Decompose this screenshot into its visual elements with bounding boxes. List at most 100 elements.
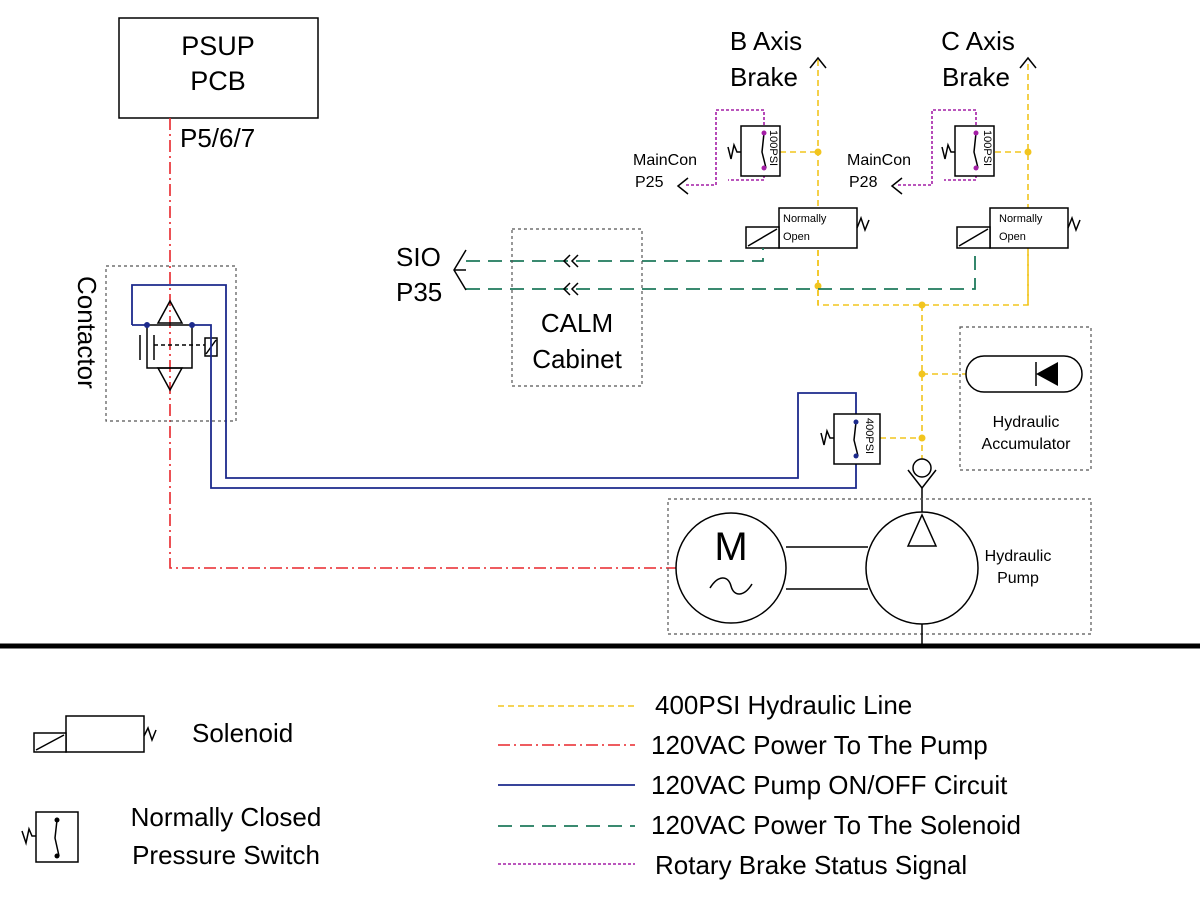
hydraulic-pump-unit: M Hydraulic Pump	[667, 498, 1092, 646]
b-maincon-label: MainCon	[633, 152, 697, 169]
motor-letter: M	[714, 525, 747, 569]
sio-port-label: P35	[396, 277, 442, 307]
pump-label-1: Hydraulic	[985, 548, 1052, 565]
pump-switch-contact	[853, 421, 859, 457]
b-maincon-port: P25	[635, 174, 664, 191]
pump-label-2: Pump	[997, 570, 1039, 587]
pump-switch-spring-icon	[820, 428, 834, 446]
b-switch-rating: 100PSI	[767, 130, 779, 166]
contactor-top-triangle	[156, 299, 184, 324]
b-switch-spring-icon	[727, 142, 741, 160]
cabinet-label: Cabinet	[532, 344, 622, 374]
connector-chevron-icon	[562, 254, 579, 268]
b-solenoid-spring-icon	[856, 215, 870, 233]
pcb-label: PCB	[190, 66, 246, 96]
sio-arrow-icon	[453, 249, 467, 291]
legend-line-label-pump-power: 120VAC Power To The Pump	[651, 730, 988, 760]
accumulator-box	[959, 326, 1092, 471]
b-pressure-switch-icon	[740, 125, 781, 177]
c-maincon-port: P28	[849, 174, 878, 191]
legend-symbols: Solenoid Normally Closed Pressure Switch	[21, 715, 322, 870]
pressure-switch-spring-icon	[21, 826, 36, 846]
c-axis-label: C Axis	[941, 26, 1015, 56]
junction-dot	[918, 370, 926, 378]
pump-switch-rating: 400PSI	[863, 418, 875, 454]
solenoid-return-lines	[817, 250, 1029, 305]
legend-pressure-switch: Normally Closed Pressure Switch	[21, 802, 322, 870]
contactor-contact-bars	[139, 335, 155, 360]
legend-line-label-hydraulic: 400PSI Hydraulic Line	[655, 690, 912, 720]
psup-pcb-box	[118, 17, 319, 119]
psup-port-label: P5/6/7	[180, 123, 255, 153]
solenoid-spring-icon	[143, 726, 157, 743]
b-maincon-arrow-icon	[676, 177, 689, 195]
check-valve-ball-icon	[912, 458, 932, 478]
pump-power-line	[169, 118, 676, 569]
accumulator-icon	[965, 355, 1083, 393]
accumulator-triangle-icon	[1036, 362, 1058, 386]
c-maincon-label: MainCon	[847, 152, 911, 169]
motor-icon	[675, 512, 787, 624]
calm-label: CALM	[541, 308, 613, 338]
legend-switch-label-1: Normally Closed	[131, 802, 322, 832]
junction-dot	[918, 434, 926, 442]
c-status-signal-line	[898, 109, 977, 186]
pressure-switch-contact	[54, 819, 60, 857]
switch-node	[761, 165, 767, 171]
pump-pressure-switch: 400PSI	[820, 413, 881, 465]
c-brake-label: Brake	[942, 62, 1010, 92]
pump-box	[667, 498, 1092, 635]
psup-pcb: PSUP PCB P5/6/7	[118, 17, 319, 153]
b-solenoid-power-line	[466, 248, 764, 262]
c-solenoid-icon	[989, 207, 1069, 249]
solenoid-coil-slash	[35, 734, 65, 751]
c-solenoid-text-2: Open	[999, 231, 1026, 243]
check-valve	[907, 458, 937, 512]
pump-triangle-icon	[906, 513, 938, 547]
switch-node	[54, 817, 60, 823]
legend-solenoid-label: Solenoid	[192, 718, 293, 748]
switch-node	[853, 453, 859, 459]
c-switch-rating: 100PSI	[981, 130, 993, 166]
c-solenoid-power-line	[466, 248, 976, 290]
b-status-signal-line	[685, 109, 765, 186]
junction-dot	[814, 148, 822, 156]
pump-icon	[865, 511, 979, 625]
contactor-label: Contactor	[72, 276, 102, 389]
contactor-box	[105, 265, 237, 422]
switch-node	[761, 130, 767, 136]
legend-line-label-solenoid-power: 120VAC Power To The Solenoid	[651, 810, 1021, 840]
b-axis-arrow-icon	[809, 56, 827, 69]
sio-label: SIO	[396, 242, 441, 272]
hydraulic-lines	[780, 56, 1037, 468]
legend-solenoid: Solenoid	[33, 715, 293, 753]
b-solenoid-text-2: Open	[783, 231, 810, 243]
b-brake-label: Brake	[730, 62, 798, 92]
b-solenoid-text-1: Normally	[783, 213, 827, 225]
contactor-contacts	[146, 324, 193, 369]
legend-line-label-status: Rotary Brake Status Signal	[655, 850, 967, 880]
b-solenoid-coil-slash	[747, 228, 778, 247]
on-off-circuit-outer	[131, 284, 857, 479]
c-solenoid-coil-slash	[958, 228, 989, 247]
switch-node	[853, 419, 859, 425]
calm-cabinet: CALM Cabinet	[511, 228, 643, 387]
switch-node	[54, 853, 60, 859]
junction-dot	[1024, 148, 1032, 156]
connector-chevron-icon	[562, 282, 579, 296]
motor-shaft	[786, 546, 868, 590]
c-axis-brake: C Axis Brake MainCon P28 100PSI Normally…	[847, 26, 1081, 249]
solenoid-icon	[65, 715, 145, 753]
sio: SIO P35	[396, 242, 467, 307]
c-axis-arrow-icon	[1019, 56, 1037, 69]
on-off-circuit-inner	[132, 324, 857, 489]
accumulator-label-1: Hydraulic	[993, 414, 1060, 431]
b-axis-brake: B Axis Brake MainCon P25 100PSI Normally…	[633, 26, 870, 249]
c-solenoid-spring-icon	[1067, 215, 1081, 233]
motor-ac-symbol-icon	[709, 577, 753, 595]
switch-node	[973, 165, 979, 171]
b-axis-label: B Axis	[730, 26, 802, 56]
c-maincon-arrow-icon	[890, 177, 903, 195]
psup-label: PSUP	[181, 31, 255, 61]
